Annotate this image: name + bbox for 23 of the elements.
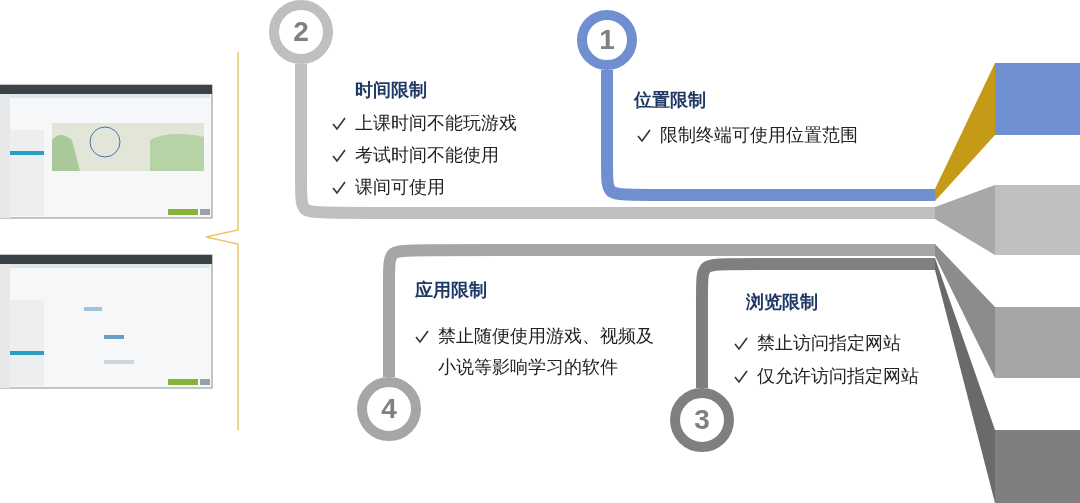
- number-circle: 2: [269, 0, 333, 64]
- connector-line: [601, 70, 935, 201]
- tapered-bar: [935, 185, 1080, 255]
- connector-line: [696, 258, 935, 388]
- number-circle: 1: [577, 10, 637, 70]
- bullet-text: 仅允许访问指定网站: [757, 364, 919, 388]
- bullet-text: 禁止随便使用游戏、视频及小说等影响学习的软件: [438, 324, 655, 379]
- section-heading: 位置限制: [634, 88, 706, 112]
- section-heading: 浏览限制: [746, 290, 818, 314]
- section-heading: 时间限制: [355, 78, 427, 102]
- connector-line: [295, 64, 935, 219]
- bullet-text: 考试时间不能使用: [355, 143, 499, 167]
- bullet-text: 课间可使用: [355, 175, 445, 199]
- tapered-bar: [935, 63, 1080, 201]
- tapered-bar: [935, 258, 1080, 503]
- tapered-bar: [935, 244, 1080, 378]
- bullet-text: 限制终端可使用位置范围: [660, 123, 858, 147]
- connector-line: [383, 244, 935, 377]
- number-circle: 3: [670, 388, 734, 452]
- section-heading: 应用限制: [415, 278, 487, 302]
- bullet-text: 上课时间不能玩游戏: [355, 111, 517, 135]
- number-circle: 4: [357, 377, 421, 441]
- bullet-text: 禁止访问指定网站: [757, 331, 901, 355]
